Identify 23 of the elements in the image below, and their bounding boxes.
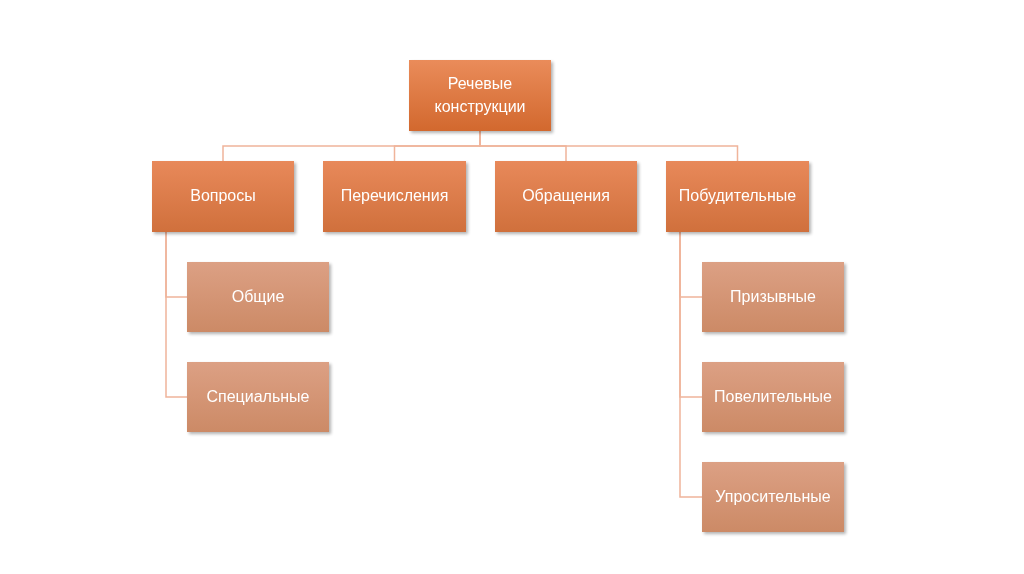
connector-line <box>165 231 188 398</box>
box-label: Побудительные <box>678 186 797 207</box>
root-box <box>409 60 551 131</box>
box-label: Перечисления <box>340 186 449 207</box>
box-label: Призывные <box>730 286 816 307</box>
box-label: Специальные <box>206 386 310 407</box>
subcategory-box <box>702 262 844 332</box>
subcategory-box <box>702 462 844 532</box>
category-box <box>323 161 466 232</box>
box-label: Вопросы <box>190 186 256 207</box>
category-box <box>666 161 809 232</box>
box-label: Общие <box>231 286 285 307</box>
subcategory-box <box>187 362 329 432</box>
subcategory-box <box>702 362 844 432</box>
box-label: Обращения <box>522 186 610 207</box>
category-box <box>152 161 294 232</box>
subcategory-box <box>187 262 329 332</box>
box-label: Упросительные <box>715 486 831 507</box>
box-label: Повелительные <box>714 386 832 407</box>
connector-line <box>479 130 739 162</box>
category-box <box>495 161 637 232</box>
box-label: Речевые конструкции <box>433 74 527 117</box>
connector-line <box>679 231 703 498</box>
